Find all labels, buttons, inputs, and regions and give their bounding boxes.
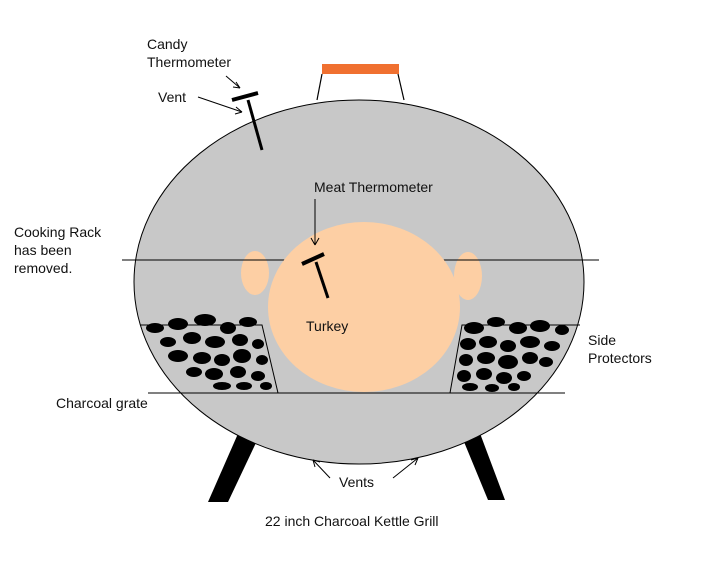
handle-grip <box>322 64 399 74</box>
label-vents: Vents <box>339 474 374 490</box>
turkey-body <box>268 222 460 392</box>
diagram-caption: 22 inch Charcoal Kettle Grill <box>265 513 439 529</box>
right-charcoal-pile <box>457 317 569 392</box>
lid-handle <box>316 64 405 101</box>
candy-thermometer-icon <box>231 91 264 151</box>
meat-thermometer-icon <box>301 252 330 299</box>
turkey-left-wing <box>241 251 269 295</box>
arrow-vents-left <box>312 459 331 479</box>
label-cooking-rack-1: Cooking Rack <box>14 224 102 240</box>
label-meat-thermometer: Meat Thermometer <box>314 179 433 195</box>
label-candy-thermometer-1: Candy <box>147 36 187 52</box>
label-side-protectors-2: Protectors <box>588 350 652 366</box>
label-candy-thermometer-2: Thermometer <box>147 54 231 70</box>
turkey-right-wing <box>454 252 482 300</box>
arrow-vent <box>197 96 243 113</box>
left-charcoal-pile <box>146 314 272 390</box>
arrow-vents-right <box>392 457 419 479</box>
label-vent: Vent <box>158 89 186 105</box>
label-cooking-rack-2: has been <box>14 242 72 258</box>
pointer-arrows <box>197 75 419 479</box>
arrow-candy-thermometer <box>225 75 241 89</box>
label-turkey: Turkey <box>306 318 348 334</box>
label-charcoal-grate: Charcoal grate <box>56 395 148 411</box>
label-cooking-rack-3: removed. <box>14 260 72 276</box>
label-side-protectors-1: Side <box>588 332 616 348</box>
